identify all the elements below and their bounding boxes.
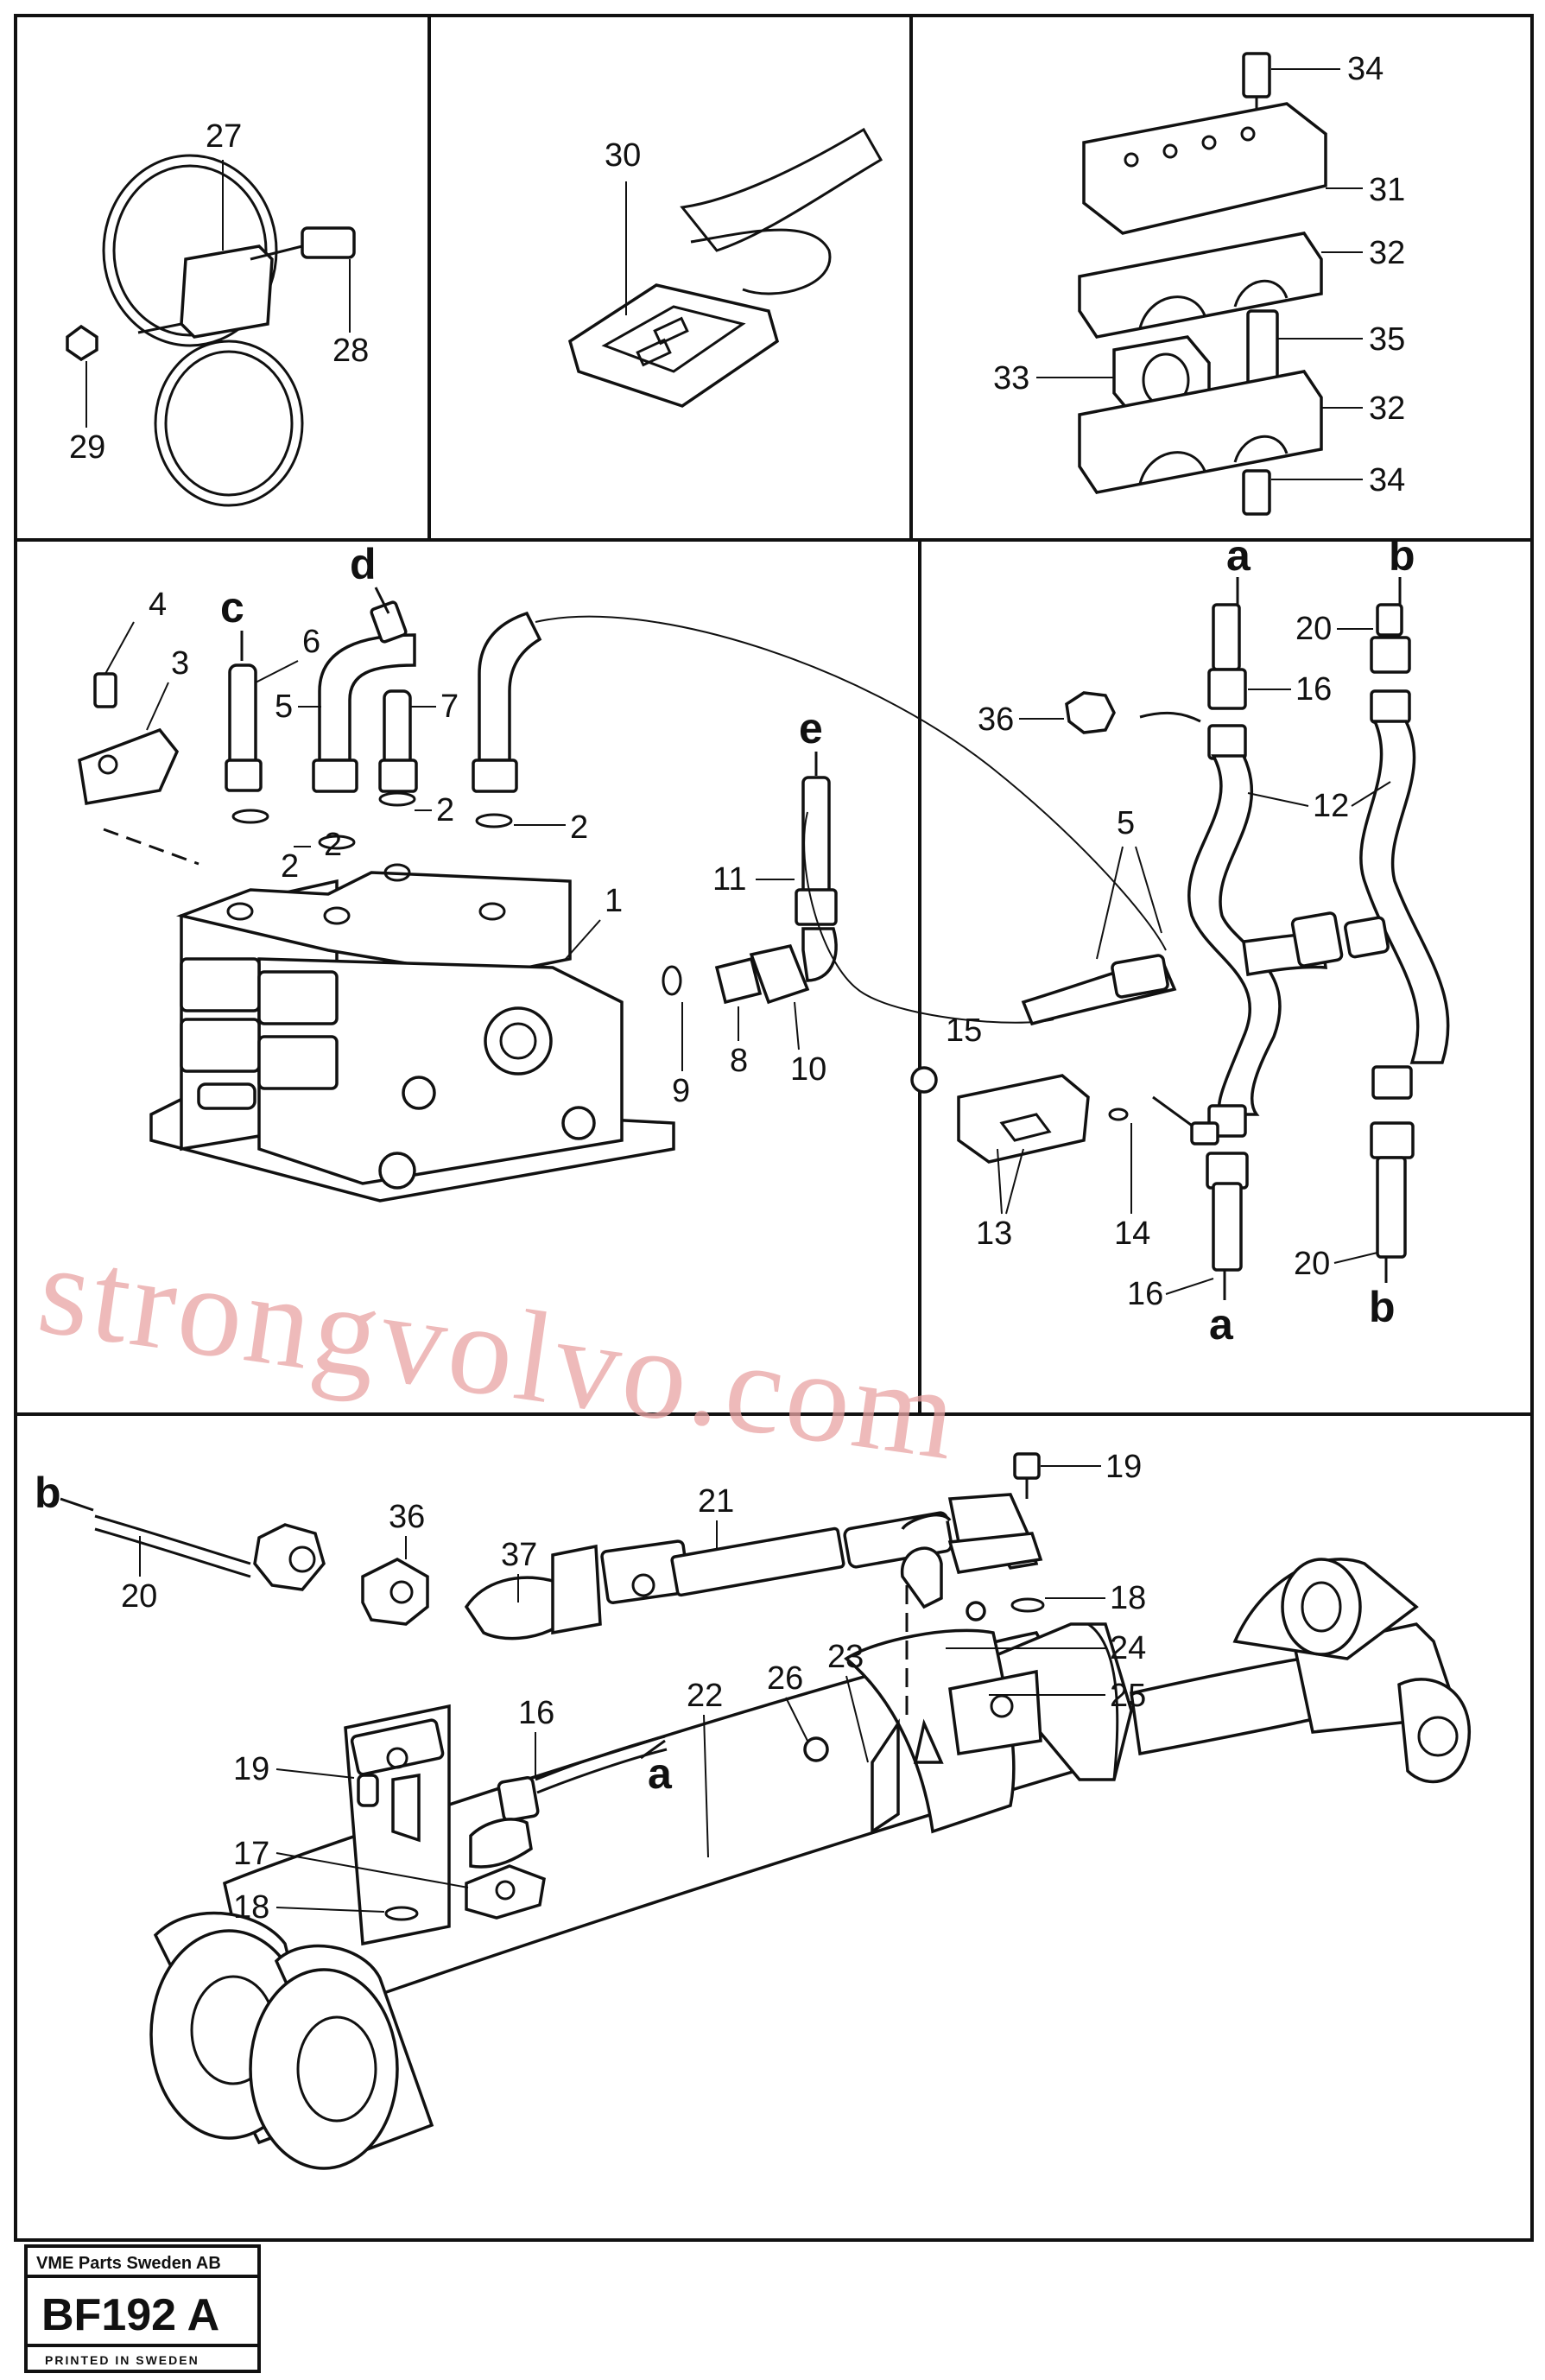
letter-e: e: [799, 704, 823, 752]
letter-b-cylinder: b: [35, 1469, 61, 1517]
panel-hoses: a b a b 20 16 36 12 5 15 14 13: [910, 531, 1450, 1349]
callout-34-top: 34: [1347, 51, 1384, 87]
callout-2-c: 2: [436, 792, 454, 828]
callout-24: 24: [1110, 1630, 1146, 1666]
callout-11: 11: [712, 861, 746, 898]
callout-32-lower: 32: [1369, 390, 1405, 427]
callout-28: 28: [332, 333, 369, 369]
callout-19-bottom: 19: [233, 1751, 269, 1787]
callout-20-bottom: 20: [1294, 1246, 1330, 1282]
hoses-callouts: 20 16 36 12 5 15 14 13 16 20: [946, 611, 1391, 1312]
callout-3: 3: [171, 645, 189, 682]
callout-2-b: 2: [324, 827, 342, 863]
callout-29: 29: [69, 429, 105, 466]
cylinder-illustration: [94, 1493, 1472, 2170]
callout-2-a: 2: [281, 848, 299, 885]
panel-cylinder: b a 20 36 37 21 19 18 24 25 26: [35, 1449, 1472, 2170]
callout-32-upper: 32: [1369, 235, 1405, 271]
panel-bracket-31: 34 31 32 33 35 32 34: [993, 51, 1405, 516]
panel-strap-30: 30: [567, 127, 883, 408]
callout-16-bottom: 16: [1127, 1276, 1163, 1312]
drawing-number: BF192 A: [41, 2290, 219, 2340]
valve-illustration: [103, 828, 675, 1203]
callout-18-bottom: 18: [233, 1889, 269, 1926]
callout-21: 21: [698, 1483, 734, 1520]
letter-b-top: b: [1389, 531, 1415, 580]
cylinder-callouts: 20 36 37 21 19 18 24 25 26 23 22 16: [121, 1449, 1146, 1926]
callout-9: 9: [672, 1073, 690, 1109]
callout-35: 35: [1369, 321, 1405, 358]
watermark-text: strongvolvo.com: [30, 1216, 967, 1488]
letter-a-bottom: a: [1209, 1300, 1234, 1349]
letter-c: c: [220, 583, 244, 631]
company-name: VME Parts Sweden AB: [36, 2254, 221, 2273]
callout-12: 12: [1313, 788, 1349, 824]
clamp-27-callouts: 27 28 29: [69, 118, 369, 466]
callout-30: 30: [605, 137, 641, 174]
panel-valve: d c e 4 3 6 5 7 2 2 2 2 1 11: [78, 540, 1167, 1203]
callout-15: 15: [946, 1012, 982, 1049]
callout-31: 31: [1369, 172, 1405, 208]
panel-clamp-27: 27 28 29: [66, 118, 369, 507]
hoses-illustration: [910, 603, 1450, 1272]
printed-label: PRINTED IN SWEDEN: [45, 2353, 199, 2367]
bracket-illustration: [1078, 52, 1327, 516]
callout-16-top: 16: [1295, 671, 1332, 708]
callout-19-top: 19: [1105, 1449, 1142, 1485]
callout-27: 27: [206, 118, 242, 155]
letter-d: d: [350, 540, 377, 588]
callout-2-d: 2: [570, 809, 588, 846]
callout-20-cylinder: 20: [121, 1578, 157, 1615]
callout-20-top: 20: [1295, 611, 1332, 647]
letter-b-bottom: b: [1369, 1283, 1396, 1331]
callout-6: 6: [302, 624, 320, 660]
callout-34-bottom: 34: [1369, 462, 1405, 498]
valve-callouts: 4 3 6 5 7 2 2 2 2 1 11 9 8 10: [104, 587, 826, 1109]
callout-25: 25: [1110, 1678, 1146, 1714]
clamp-ring-illustration: [66, 154, 356, 507]
callout-1: 1: [605, 883, 623, 919]
hoses-letters: a b a b: [1209, 531, 1415, 1349]
callout-8: 8: [730, 1043, 748, 1079]
callout-10: 10: [790, 1051, 826, 1088]
callout-7: 7: [440, 689, 459, 725]
callout-23: 23: [827, 1639, 864, 1675]
callout-18-top: 18: [1110, 1580, 1146, 1616]
letter-a-cylinder: a: [648, 1749, 673, 1798]
callout-4: 4: [149, 587, 167, 623]
callout-36: 36: [978, 701, 1014, 738]
callout-5-hoses: 5: [1117, 805, 1135, 841]
bracket-31-callouts: 34 31 32 33 35 32 34: [993, 51, 1405, 498]
callout-16-cylinder: 16: [518, 1695, 554, 1731]
panel-frames: [14, 14, 1534, 2242]
callout-37: 37: [501, 1537, 537, 1573]
letter-a-top: a: [1226, 531, 1251, 580]
cylinder-letters: b a: [35, 1469, 673, 1798]
callout-26: 26: [767, 1660, 803, 1697]
callout-14: 14: [1114, 1215, 1150, 1252]
valve-hoses: [78, 600, 1167, 1024]
title-block: VME Parts Sweden AB BF192 A PRINTED IN S…: [24, 2244, 261, 2373]
strap-illustration: [567, 127, 883, 408]
callout-33: 33: [993, 360, 1029, 397]
callout-5: 5: [275, 689, 293, 725]
valve-letters: d c e: [220, 540, 823, 776]
callout-22: 22: [687, 1678, 723, 1714]
callout-36-cylinder: 36: [389, 1499, 425, 1535]
callout-17: 17: [233, 1836, 269, 1872]
callout-13: 13: [976, 1215, 1012, 1252]
